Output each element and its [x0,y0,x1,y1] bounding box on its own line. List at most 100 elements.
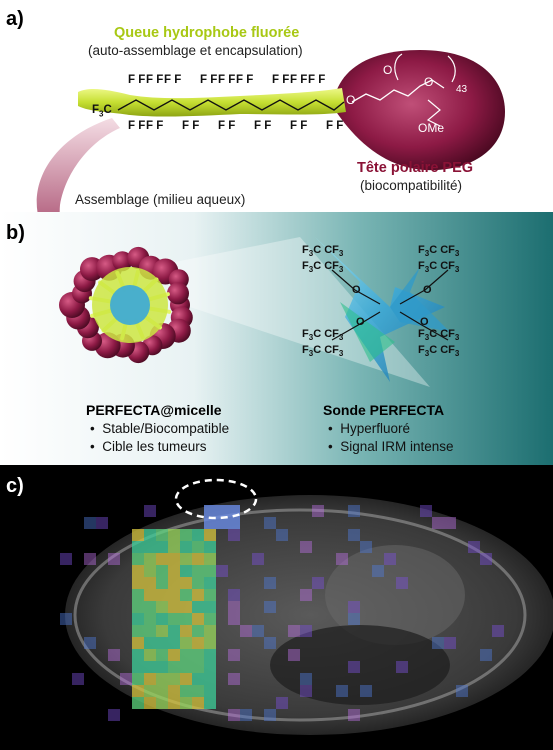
heatmap-pixel [348,661,360,673]
peg-chain [351,79,445,103]
probe-title: Sonde PERFECTA [323,402,445,418]
heatmap-pixel [108,649,120,661]
mri-overlay-image [60,478,553,735]
heatmap-pixel [192,541,204,553]
tail-ff-bottom-1: F F [146,120,164,132]
heatmap-pixel [180,697,192,709]
probe-bullet-1-text: Hyperfluoré [340,421,411,436]
heatmap-pixel [144,529,156,541]
heatmap-pixel [84,637,96,649]
heatmap-pixel [228,529,240,541]
heatmap-pixel [192,625,204,637]
heatmap-pixel [168,529,180,541]
heatmap-pixel [168,673,180,685]
heatmap-pixel [204,505,216,517]
heatmap-pixel [132,577,144,589]
heatmap-pixel [60,553,72,565]
heatmap-pixel [312,577,324,589]
heatmap-pixel [132,553,144,565]
heatmap-pixel [144,505,156,517]
heatmap-pixel [348,529,360,541]
heatmap-pixel [360,541,372,553]
heatmap-pixel [84,517,96,529]
peg-head-blob [335,50,505,171]
probe-bullet-2: • Signal IRM intense [328,439,454,454]
heatmap-pixel [192,529,204,541]
heatmap-pixel [228,709,240,721]
carbon-backbone [117,99,345,111]
heatmap-pixel [168,613,180,625]
heatmap-pixel [144,601,156,613]
heatmap-pixel [264,601,276,613]
heatmap-pixel [144,553,156,565]
heatmap-pixel [180,685,192,697]
heatmap-pixel [204,601,216,613]
heatmap-pixel [228,589,240,601]
tail-ff-bottom-4: F F [254,120,272,132]
heatmap-pixel [204,697,216,709]
tail-ff-bottom-2: F F [182,120,200,132]
assembly-text: Assemblage (milieu aqueux) [75,192,246,207]
heatmap-pixel [192,577,204,589]
heatmap-pixel [156,589,168,601]
heatmap-pixel [180,637,192,649]
heatmap-pixel [204,649,216,661]
heatmap-pixel [168,661,180,673]
peg-sphere [112,251,133,272]
peg-repeat-n: 43 [456,84,468,95]
heatmap-pixel [192,637,204,649]
heatmap-pixel [216,565,228,577]
heatmap-pixel [240,625,252,637]
heatmap-pixel [372,565,384,577]
micelle [59,246,193,364]
heatmap-pixel [168,565,180,577]
heatmap-pixel [180,577,192,589]
peg-o-2: O [383,63,393,77]
tail-ff-top-3: F F [200,74,218,86]
micelle-bullet-1: • Stable/Biocompatible [90,421,229,436]
tail-ff-top-5: F F [272,74,290,86]
heatmap-pixel [168,697,180,709]
heatmap-pixel [204,517,216,529]
heatmap-pixel [144,613,156,625]
heatmap-pixel [300,625,312,637]
peg-sphere [167,282,189,305]
f19-signal-heatmap [60,505,504,721]
heatmap-pixel [180,589,192,601]
probe-bullet-1: • Hyperfluoré [328,421,410,436]
heatmap-pixel [264,709,276,721]
heatmap-pixel [168,541,180,553]
peg-o-3: O [424,75,434,89]
panel-c-label: c) [6,475,24,497]
probe-o-1: O [352,284,361,296]
heatmap-pixel [180,553,192,565]
heatmap-pixel [180,649,192,661]
heatmap-pixel [144,637,156,649]
heatmap-pixel [132,541,144,553]
heatmap-pixel [384,553,396,565]
heatmap-pixel [276,529,288,541]
heatmap-pixel [180,529,192,541]
heatmap-pixel [132,637,144,649]
tail-ff-top-extra-2: F F [218,74,236,86]
heatmap-pixel [144,649,156,661]
heatmap-pixel [192,649,204,661]
tail-subtitle: (auto-assemblage et encapsulation) [88,43,303,58]
probe-o-2: O [423,284,432,296]
heatmap-pixel [132,625,144,637]
heatmap-pixel [180,601,192,613]
heatmap-pixel [396,661,408,673]
heatmap-pixel [180,541,192,553]
surfactant-molecule [36,50,505,212]
tail-ff-bottom-extra-1: F F [128,120,146,132]
tail-ff-top-extra-3: F F [290,74,308,86]
heatmap-pixel [132,673,144,685]
heatmap-pixel [204,541,216,553]
heatmap-pixel [168,649,180,661]
heatmap-pixel [432,517,444,529]
heatmap-pixel [204,577,216,589]
micelle-title: PERFECTA@micelle [86,402,222,418]
heatmap-pixel [252,625,264,637]
head-title: Tête polaire PEG [357,160,474,176]
